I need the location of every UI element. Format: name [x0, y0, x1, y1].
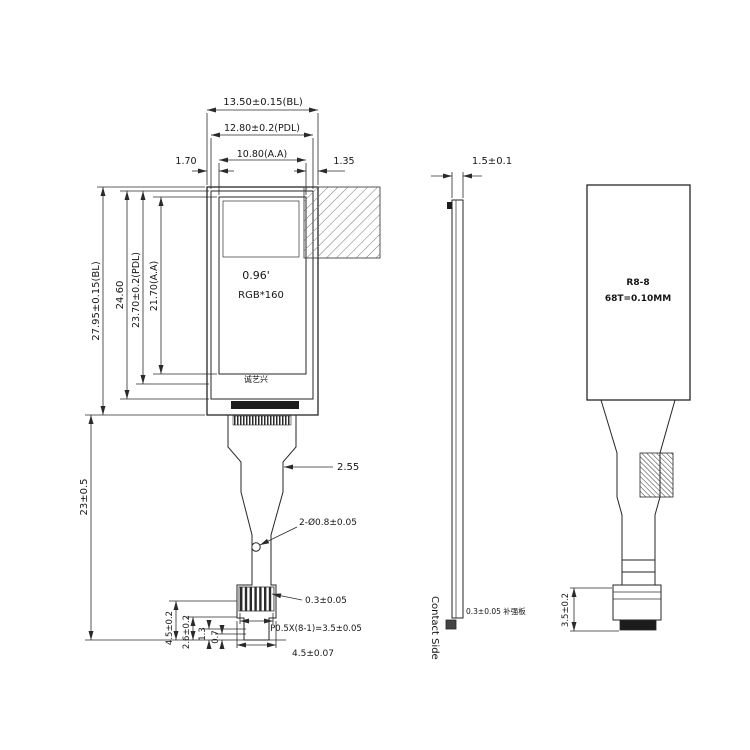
dim-bl-height: 27.95±0.15(BL)	[91, 261, 102, 341]
detail-view: R8-8 68T=0.10MM 3.5±0.2	[561, 184, 691, 632]
detail-connector-block	[612, 584, 662, 621]
front-module-outline	[206, 186, 319, 416]
side-dimension-lines	[431, 172, 482, 198]
dim-left-gap: 1.70	[175, 156, 196, 167]
dim-pdl-height: 23.70±0.2(PDL)	[131, 252, 142, 328]
dim-thickness: 1.5±0.1	[472, 156, 512, 167]
stiffener-note: 0.3±0.05 补强板	[466, 606, 526, 616]
dim-pdl-width: 12.80±0.2(PDL)	[224, 123, 300, 134]
dim-h1: 4.5±0.2	[165, 611, 175, 645]
front-view: 13.50±0.15(BL) 12.80±0.2(PDL) 10.80(A.A)…	[79, 97, 381, 659]
detail-stiffener-hatch	[639, 452, 674, 498]
front-fpc	[227, 415, 297, 641]
side-connector-foot	[445, 619, 457, 630]
detail-connector-tail	[619, 619, 657, 631]
dim-right-gap: 1.35	[333, 156, 354, 167]
detail-body-rect	[586, 184, 691, 401]
tape-hatch-area	[303, 186, 381, 259]
dim-edge-offset: 2.55	[337, 462, 359, 473]
upper-zone-rect	[222, 200, 300, 258]
alignment-hole	[251, 542, 261, 552]
dim-glass-height: 24.60	[115, 281, 126, 310]
dim-holes: 2-Ø0.8±0.05	[299, 517, 357, 528]
detail-fpc-left-edge	[600, 399, 623, 585]
front-dimension-labels: 13.50±0.15(BL) 12.80±0.2(PDL) 10.80(A.A)…	[79, 97, 362, 659]
driver-ic-bar	[231, 401, 299, 409]
fpc-contact-strip	[232, 415, 292, 426]
panel-size-label: 0.96'	[242, 269, 270, 282]
detail-dimension-lines	[570, 587, 619, 632]
dim-bl-width: 13.50±0.15(BL)	[223, 97, 303, 108]
dim-h3: 1.3	[198, 627, 208, 641]
front-dimension-lines	[85, 107, 345, 649]
panel-resolution-label: RGB*160	[238, 290, 284, 301]
connector-pins	[238, 586, 275, 612]
dim-h2: 2.6±0.2	[182, 615, 192, 649]
side-view: 1.5±0.1 Contact Side 0.3±0.05 补强板	[429, 156, 526, 660]
dim-tail-height: 3.5±0.2	[561, 593, 571, 627]
dim-fpc-length: 23±0.5	[79, 478, 90, 515]
side-profile-bar	[451, 199, 464, 619]
detail-fpc	[600, 399, 676, 631]
dim-aa-height: 21.70(A.A)	[149, 261, 160, 311]
detail-label-2: 68T=0.10MM	[605, 294, 671, 304]
dim-pitch: P0.5X(8-1)=3.5±0.05	[270, 624, 362, 634]
detail-label-1: R8-8	[626, 278, 649, 288]
dim-tail-width: 4.5±0.07	[292, 649, 334, 659]
dim-aa-width: 10.80(A.A)	[237, 149, 287, 160]
dim-pad-width: 0.3±0.05	[305, 596, 347, 606]
panel-brand-label: 诚艺兴	[244, 374, 268, 384]
dim-h4: 0.7	[211, 630, 221, 644]
contact-side-label: Contact Side	[429, 596, 440, 660]
front-tape-hatch	[303, 186, 381, 259]
side-tape-tick	[447, 202, 452, 209]
